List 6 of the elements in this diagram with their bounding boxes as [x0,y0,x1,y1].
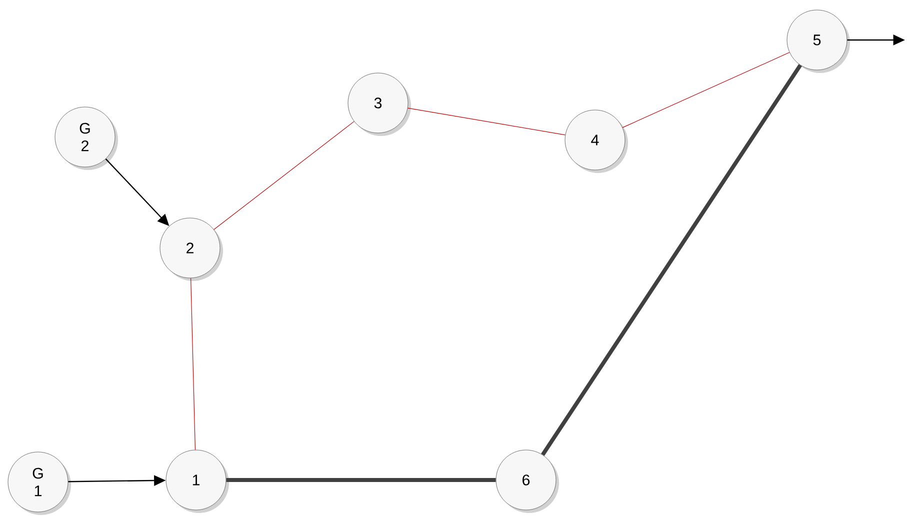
connector-line [190,278,196,450]
connector-line [226,478,496,482]
connector-line [214,121,354,230]
connector-line [622,52,790,128]
connector-line [408,108,566,136]
connector-line [541,64,802,456]
